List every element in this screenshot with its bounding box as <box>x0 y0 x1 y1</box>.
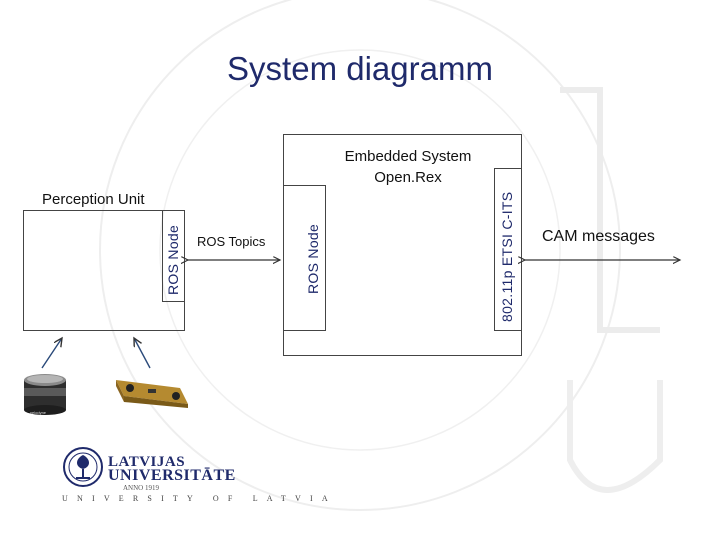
ros-topics-label: ROS Topics <box>197 234 266 249</box>
logo-subtitle: UNIVERSITY OF LATVIA <box>62 494 337 503</box>
embedded-system-label: Embedded System Open.Rex <box>318 146 498 188</box>
page-title: System diagramm <box>227 50 493 87</box>
logo-anno: ANNO 1919 <box>123 484 159 492</box>
ros-node-right-box <box>283 185 326 331</box>
lidar-arrow <box>41 338 62 369</box>
embedded-system-line1: Embedded System <box>344 148 472 165</box>
camera-arrow <box>134 338 151 369</box>
cam-messages-label: CAM messages <box>542 228 655 245</box>
ros-node-left-box <box>162 210 185 302</box>
lidar-sensor-icon: velodyne <box>24 374 66 415</box>
svg-text:velodyne: velodyne <box>30 410 47 415</box>
logo-line2: UNIVERSITĀTE <box>108 467 236 484</box>
logo-line1: LATVIJAS <box>108 454 186 470</box>
perception-unit-label: Perception Unit <box>42 191 145 208</box>
embedded-system-line2: Open.Rex <box>374 169 442 186</box>
stereo-camera-icon <box>116 380 188 408</box>
university-seal-icon <box>63 447 103 487</box>
radio-node-box <box>494 168 522 331</box>
